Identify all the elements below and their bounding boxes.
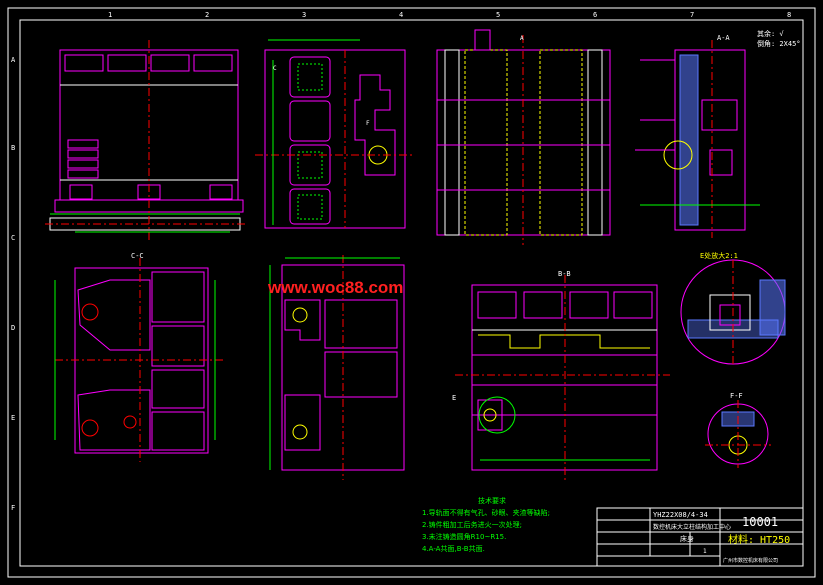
title-block-text: YHZ22X08/4-34 数控机床大立柱结构加工中心 床身 1 10001 材… (653, 511, 790, 564)
company-name: 广州市数控机床有限公司 (723, 557, 778, 564)
zone-top-4: 4 (399, 11, 403, 19)
tech-requirements: 技术要求 1.导轨面不得有气孔、砂眼、夹渣等缺陷; 2.铸件粗加工后务进火一次处… (422, 496, 550, 553)
corner-note-line1: 其余: √ (757, 29, 784, 38)
part-subtitle: 床身 (680, 534, 694, 543)
view-section-bb (455, 275, 670, 480)
section-ff-title: F-F (730, 392, 743, 400)
mark-c-label: C (273, 65, 277, 72)
view-side-plates (255, 39, 415, 229)
detail-e-title: E处放大2:1 (700, 251, 738, 260)
zone-top-3: 3 (302, 11, 306, 19)
zone-left-f: F (11, 504, 15, 512)
mark-f-label: F (366, 120, 370, 127)
material-label: 材料: HT250 (728, 533, 790, 546)
drawing-number: 10001 (742, 515, 778, 529)
mark-e-label: E (452, 394, 456, 402)
border-zone-labels: 1 2 3 4 5 6 7 8 A B C D E F (11, 11, 791, 512)
view-section-ff (705, 400, 771, 468)
zone-top-1: 1 (108, 11, 112, 19)
zone-left-e: E (11, 414, 15, 422)
tech-requirement-2: 2.铸件粗加工后务进火一次处理; (422, 520, 522, 529)
zone-left-b: B (11, 144, 15, 152)
zone-top-8: 8 (787, 11, 791, 19)
drawing-frame (7, 7, 816, 578)
part-name: 数控机床大立柱结构加工中心 (653, 523, 731, 531)
section-bb-title: B-B (558, 270, 571, 278)
mark-a-top: A (520, 35, 524, 42)
view-section-aa (635, 40, 760, 238)
tech-requirement-3: 3.未注铸造圆角R10~R15. (422, 532, 506, 541)
view-rear-rails (436, 29, 611, 245)
zone-left-d: D (11, 324, 15, 332)
watermark-text: www.woc88.com (267, 278, 403, 297)
zone-top-2: 2 (205, 11, 209, 19)
side-view-markers: C F (273, 65, 370, 127)
zone-top-6: 6 (593, 11, 597, 19)
rear-view-markers: A (520, 35, 524, 42)
section-bb-labels: B-B E (452, 270, 571, 402)
zone-top-5: 5 (496, 11, 500, 19)
corner-note: 其余: √ 倒角: 2X45° (757, 29, 801, 48)
zone-left-c: C (11, 234, 15, 242)
tech-requirement-4: 4.A-A共面,B-B共面. (422, 544, 485, 553)
section-cc-title: C-C (131, 252, 144, 260)
zone-left-a: A (11, 56, 16, 64)
tech-requirements-title: 技术要求 (478, 496, 506, 505)
view-side-section (269, 255, 405, 480)
view-detail-e (680, 259, 786, 365)
zone-top-7: 7 (690, 11, 694, 19)
section-aa-title: A-A (717, 34, 730, 42)
quantity-value: 1 (703, 548, 707, 555)
view-front-elevation (45, 40, 245, 240)
tech-requirement-1: 1.导轨面不得有气孔、砂眼、夹渣等缺陷; (422, 508, 550, 517)
title-block (596, 507, 804, 567)
corner-note-line2: 倒角: 2X45° (757, 39, 801, 48)
view-section-cc (54, 258, 225, 462)
drawing-code: YHZ22X08/4-34 (653, 511, 708, 519)
